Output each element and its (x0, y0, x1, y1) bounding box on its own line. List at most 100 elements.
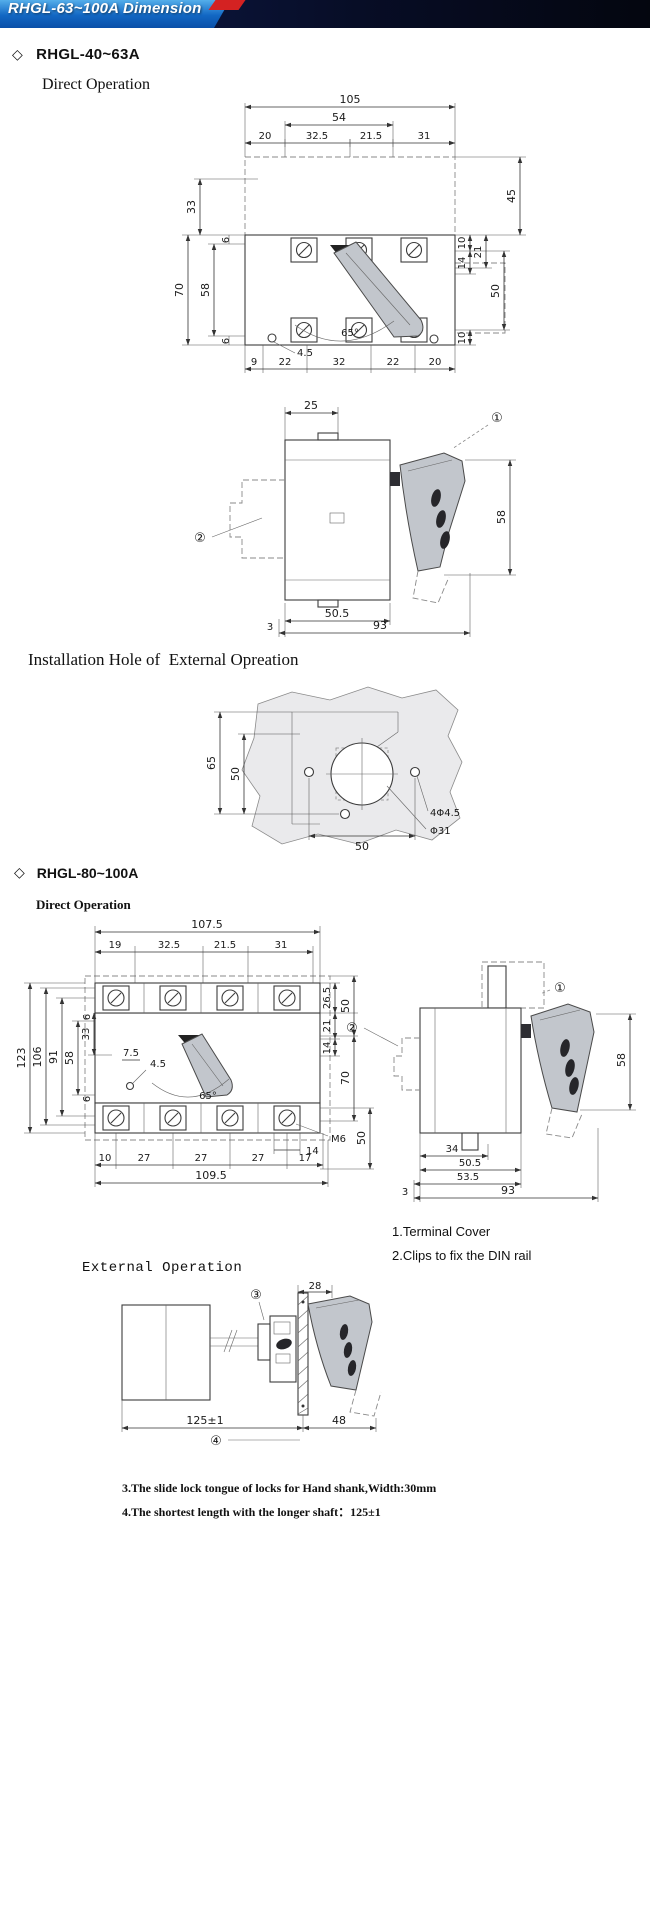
note-terminal-cover: 1.Terminal Cover (392, 1224, 491, 1239)
dim-50h: 50 (355, 840, 369, 853)
dim-50-bottom: 50 (355, 1131, 368, 1145)
callout-leader (363, 1027, 399, 1047)
side-view-geometry (211, 424, 489, 608)
dim-27a: 27 (138, 1153, 151, 1164)
fixing-hole (409, 766, 421, 778)
section3-subtitle: Direct Operation (36, 897, 131, 912)
callout-leader (211, 517, 263, 538)
handle-slot (565, 1059, 575, 1077)
mounting-hole (429, 334, 439, 344)
handle-shaft (390, 472, 400, 486)
section4-heading: External Operation (82, 1260, 243, 1276)
dim-22a: 22 (279, 357, 292, 368)
dim-14: 14 (322, 1042, 333, 1055)
external-operation-geometry (121, 1292, 382, 1441)
dim-125: 125±1 (186, 1414, 223, 1427)
switch-body-side (284, 439, 391, 601)
dim-21-5: 21.5 (214, 940, 236, 951)
dim-123: 123 (15, 1048, 28, 1069)
dim-14-bottom: 14 (306, 1146, 319, 1157)
dim-21-5: 21.5 (360, 131, 382, 142)
drawing-80-100a: 107.5 19 32.5 21.5 31 123 106 91 58 6 6 … (15, 918, 636, 1202)
dim-27c: 27 (252, 1153, 265, 1164)
handle-shaft (521, 1024, 531, 1038)
dim-6-top: 6 (82, 1014, 93, 1020)
dim-70: 70 (173, 283, 186, 297)
installation-hole-dimensions: 65 50 50 4Φ4.5 Φ31 (205, 711, 460, 853)
callout-leader (451, 424, 489, 450)
fixing-hole (339, 808, 351, 820)
banner-blue-shape (0, 0, 230, 28)
dim-54: 54 (332, 111, 346, 124)
dim-65deg: 65° (199, 1091, 217, 1102)
diamond-bullet-icon: ◇ (14, 864, 25, 880)
dim-21: 21 (322, 1020, 333, 1033)
dim-6-bottom: 6 (221, 338, 232, 344)
dashed-handle-alt (349, 1389, 382, 1417)
dim-22b: 22 (387, 357, 400, 368)
dim-32-5: 32.5 (306, 131, 328, 142)
dim-65: 65 (205, 756, 218, 770)
mounting-hole (125, 1081, 135, 1091)
dim-48: 48 (332, 1414, 346, 1427)
note-slide-lock: 3.The slide lock tongue of locks for Han… (122, 1481, 437, 1495)
dim-6-top: 6 (221, 237, 232, 243)
dashed-cover-outline (84, 975, 331, 1141)
diamond-bullet-icon: ◇ (12, 46, 24, 62)
dim-31: 31 (275, 940, 288, 951)
front-view-dimensions: 107.5 19 32.5 21.5 31 123 106 91 58 6 6 … (15, 918, 374, 1187)
front-view-geometry (244, 156, 506, 346)
drawing-external-operation: 28 ③ 125±1 48 ④ (121, 1281, 382, 1449)
callout-4: ④ (210, 1434, 222, 1449)
section1-heading: ◇ RHGL-40~63A (12, 46, 140, 63)
dim-107-5: 107.5 (191, 918, 223, 931)
dim-109-5: 109.5 (195, 1169, 227, 1182)
callout-1: ① (491, 411, 503, 426)
handle-slot (347, 1360, 357, 1376)
dim-58: 58 (63, 1051, 76, 1065)
dim-31: 31 (418, 131, 431, 142)
dim-27b: 27 (195, 1153, 208, 1164)
dim-105: 105 (340, 95, 361, 106)
m6-leader (295, 1123, 329, 1137)
installation-hole-geometry (241, 686, 463, 845)
dim-34: 34 (446, 1144, 459, 1155)
dim-58: 58 (615, 1053, 628, 1067)
dim-25: 25 (304, 399, 318, 412)
dim-4-5: 4.5 (150, 1059, 166, 1070)
dim-50: 50 (489, 284, 502, 298)
dim-28: 28 (309, 1281, 322, 1292)
handle-slot (343, 1342, 353, 1358)
callout-2: ② (194, 531, 206, 546)
front-view-dimensions: 105 54 20 32.5 21.5 31 70 58 33 6 6 45 1… (173, 95, 526, 373)
dim-33: 33 (185, 200, 198, 214)
fixing-hole (303, 766, 315, 778)
drawing-front-view-40-63a: 105 54 20 32.5 21.5 31 70 58 33 6 6 45 1… (173, 95, 526, 373)
operating-handle (530, 1003, 595, 1113)
side-view-dimensions: ① ② 58 34 50.5 53.5 3 93 (346, 981, 636, 1202)
handle-slot (436, 510, 446, 528)
dim-20: 20 (259, 131, 272, 142)
dim-50-5: 50.5 (325, 607, 350, 620)
dim-10-top: 10 (457, 237, 468, 250)
side-view-geometry (363, 961, 595, 1151)
dim-3: 3 (402, 1187, 408, 1198)
label-m6: M6 (331, 1134, 346, 1145)
shaft-hole (276, 1338, 292, 1350)
dim-91: 91 (47, 1050, 60, 1064)
banner-red-accent (208, 0, 246, 10)
side-view-dimensions: 25 ① ② 58 50.5 3 93 (194, 399, 516, 637)
callout-1: ① (554, 981, 566, 996)
dim-26-5: 26.5 (322, 987, 333, 1009)
dim-17: 17 (299, 1153, 312, 1164)
footnotes: 3.The slide lock tongue of locks for Han… (122, 1476, 436, 1524)
dim-32-5: 32.5 (158, 940, 180, 951)
operating-handle (399, 452, 466, 572)
handle-slot (431, 489, 441, 507)
dim-d31: Φ31 (430, 826, 451, 837)
dim-21: 21 (473, 246, 484, 259)
dashed-handle-alt (545, 1107, 583, 1139)
din-clip-outline (393, 1037, 420, 1091)
section3-title: RHGL-80~100A (36, 864, 139, 881)
